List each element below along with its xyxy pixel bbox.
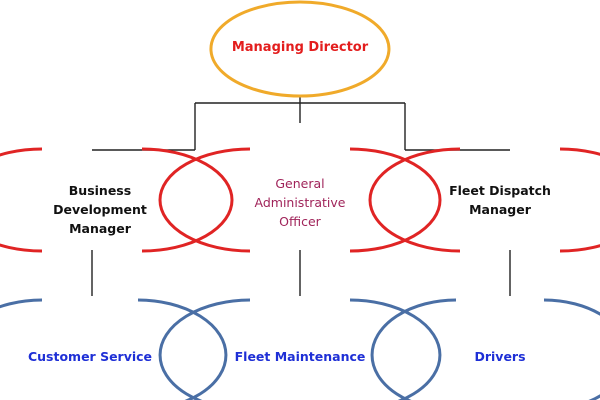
drivers-right-arc xyxy=(543,298,600,400)
general-administrative-officer-label: General Administrative Officer xyxy=(254,176,346,229)
managing-director-label: Managing Director xyxy=(231,40,369,55)
managing-director-node xyxy=(209,0,391,98)
general-administrative-officer-right-arc xyxy=(349,147,442,253)
fleet-dispatch-manager-label: Fleet Dispatch Manager xyxy=(449,183,551,217)
drivers-left-arc xyxy=(370,298,457,400)
fleet-maintenance-left-arc xyxy=(158,298,251,400)
business-development-manager-label: Business Development Manager xyxy=(53,183,147,236)
fleet-maintenance-right-arc xyxy=(349,298,442,400)
customer-service-label: Customer Service xyxy=(27,349,153,364)
fleet-maintenance-label: Fleet Maintenance xyxy=(234,349,366,364)
middle-nodes xyxy=(0,147,600,253)
customer-service-left-arc xyxy=(0,298,43,309)
business-development-manager-right-arc xyxy=(141,147,234,253)
managing-director-ellipse xyxy=(209,0,391,98)
customer-service-right-arc xyxy=(137,298,228,400)
fleet-dispatch-manager-left-arc xyxy=(368,147,461,253)
business-development-manager-left-arc xyxy=(0,147,43,253)
drivers-label: Drivers xyxy=(474,349,526,364)
general-administrative-officer-left-arc xyxy=(158,147,251,253)
bottom-nodes xyxy=(0,298,600,400)
